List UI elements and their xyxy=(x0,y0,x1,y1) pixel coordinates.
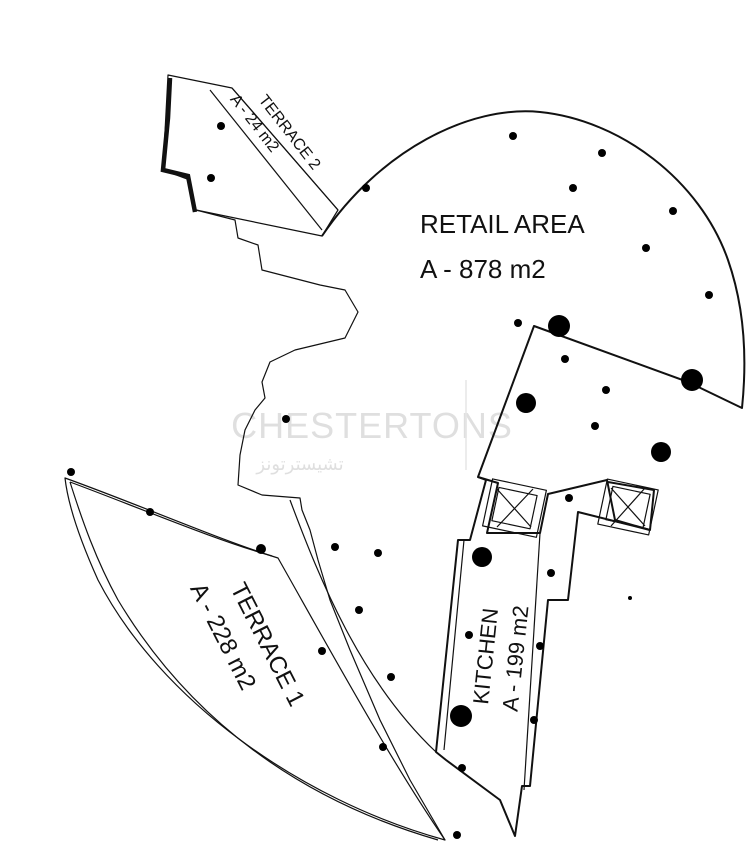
column xyxy=(548,315,570,337)
column xyxy=(146,508,154,516)
column xyxy=(530,716,538,724)
column xyxy=(598,149,606,157)
column xyxy=(374,549,382,557)
retail-outline xyxy=(321,110,746,534)
column xyxy=(362,184,370,192)
kitchen-name: KITCHEN xyxy=(468,607,503,706)
kitchen-area: A - 199 m2 xyxy=(498,604,534,712)
column xyxy=(217,122,225,130)
column xyxy=(651,442,671,462)
columns xyxy=(67,122,713,839)
floor-left-edge xyxy=(195,209,446,841)
column xyxy=(681,369,703,391)
column xyxy=(387,673,395,681)
terrace-1-rail xyxy=(69,481,439,841)
watermark-text: CHESTERTONS xyxy=(231,405,513,446)
terrace-1 xyxy=(64,477,446,841)
column xyxy=(669,207,677,215)
terrace-2-rail xyxy=(209,89,323,231)
terrace-1-outline xyxy=(64,477,446,841)
column xyxy=(514,319,522,327)
column xyxy=(282,415,290,423)
column xyxy=(331,543,339,551)
column xyxy=(379,743,387,751)
column xyxy=(355,606,363,614)
column xyxy=(67,468,75,476)
column xyxy=(453,831,461,839)
service-box-left xyxy=(482,478,547,538)
kitchen-outline xyxy=(435,476,651,837)
column xyxy=(536,642,544,650)
column xyxy=(207,174,215,182)
kitchen-label: KITCHEN A - 199 m2 xyxy=(468,604,534,712)
column xyxy=(705,291,713,299)
retail-area: A - 878 m2 xyxy=(420,254,546,284)
column xyxy=(256,544,266,554)
column xyxy=(628,596,632,600)
column xyxy=(561,355,569,363)
column xyxy=(472,547,492,567)
terrace-1-label: TERRACE 1 A - 228 m2 xyxy=(184,578,309,710)
watermark: CHESTERTONS تشيسترتونز xyxy=(231,380,513,475)
kitchen-left-inner xyxy=(443,539,465,751)
column xyxy=(565,494,573,502)
watermark-arabic: تشيسترتونز xyxy=(255,454,343,475)
column xyxy=(318,647,326,655)
column xyxy=(642,244,650,252)
column xyxy=(569,184,577,192)
terrace-2 xyxy=(160,74,339,237)
terrace-2-heavy-wall xyxy=(160,77,198,213)
terrace-1-rail-top xyxy=(69,481,273,557)
column xyxy=(602,386,610,394)
column xyxy=(516,393,536,413)
column xyxy=(547,569,555,577)
kitchen-inner-wall xyxy=(523,532,541,791)
column xyxy=(509,132,517,140)
column xyxy=(450,705,472,727)
column xyxy=(465,631,473,639)
column xyxy=(458,764,466,772)
service-box-right xyxy=(597,478,659,536)
retail-name: RETAIL AREA xyxy=(420,209,585,239)
facade-curve-outer xyxy=(289,499,437,753)
column xyxy=(591,422,599,430)
retail-label: RETAIL AREA A - 878 m2 xyxy=(420,209,585,284)
